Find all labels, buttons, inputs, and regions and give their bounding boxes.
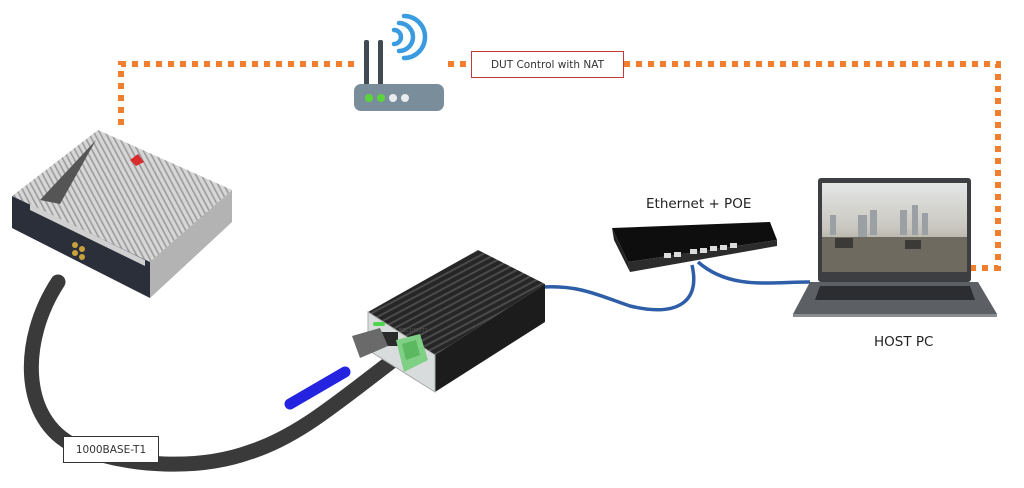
nat-control-label: DUT Control with NAT	[471, 51, 624, 78]
router-led-1	[365, 94, 373, 102]
control-link-left-segment	[118, 61, 354, 125]
router-antenna-right	[378, 40, 383, 86]
router-antenna-left	[364, 40, 369, 86]
wifi-waves-icon	[391, 13, 428, 61]
laptop-icon	[793, 178, 997, 317]
switch-label: Ethernet + POE	[646, 196, 752, 212]
ecu-device-icon	[12, 130, 232, 298]
router-led-3	[389, 94, 397, 102]
wifi-router-icon	[354, 13, 444, 111]
host-pc-label: HOST PC	[874, 334, 934, 350]
ethernet-cable-switch-host	[696, 260, 811, 285]
converter-model-text: ESC1000T1	[399, 328, 428, 334]
switch-ports	[664, 243, 737, 258]
ethernet-cable-converter-switch	[542, 264, 696, 312]
blue-pull-tab	[284, 366, 351, 410]
media-converter-icon: ESC1000T1	[284, 250, 545, 410]
ethernet-cables	[542, 260, 811, 312]
control-link-right-segment	[624, 61, 1001, 271]
router-body	[354, 84, 444, 111]
router-led-4	[401, 94, 409, 102]
ethernet-switch-icon	[612, 222, 777, 272]
control-link	[118, 61, 1001, 271]
t1-cable	[23, 274, 408, 472]
router-led-2	[377, 94, 385, 102]
base-t1-label: 1000BASE-T1	[63, 436, 159, 463]
